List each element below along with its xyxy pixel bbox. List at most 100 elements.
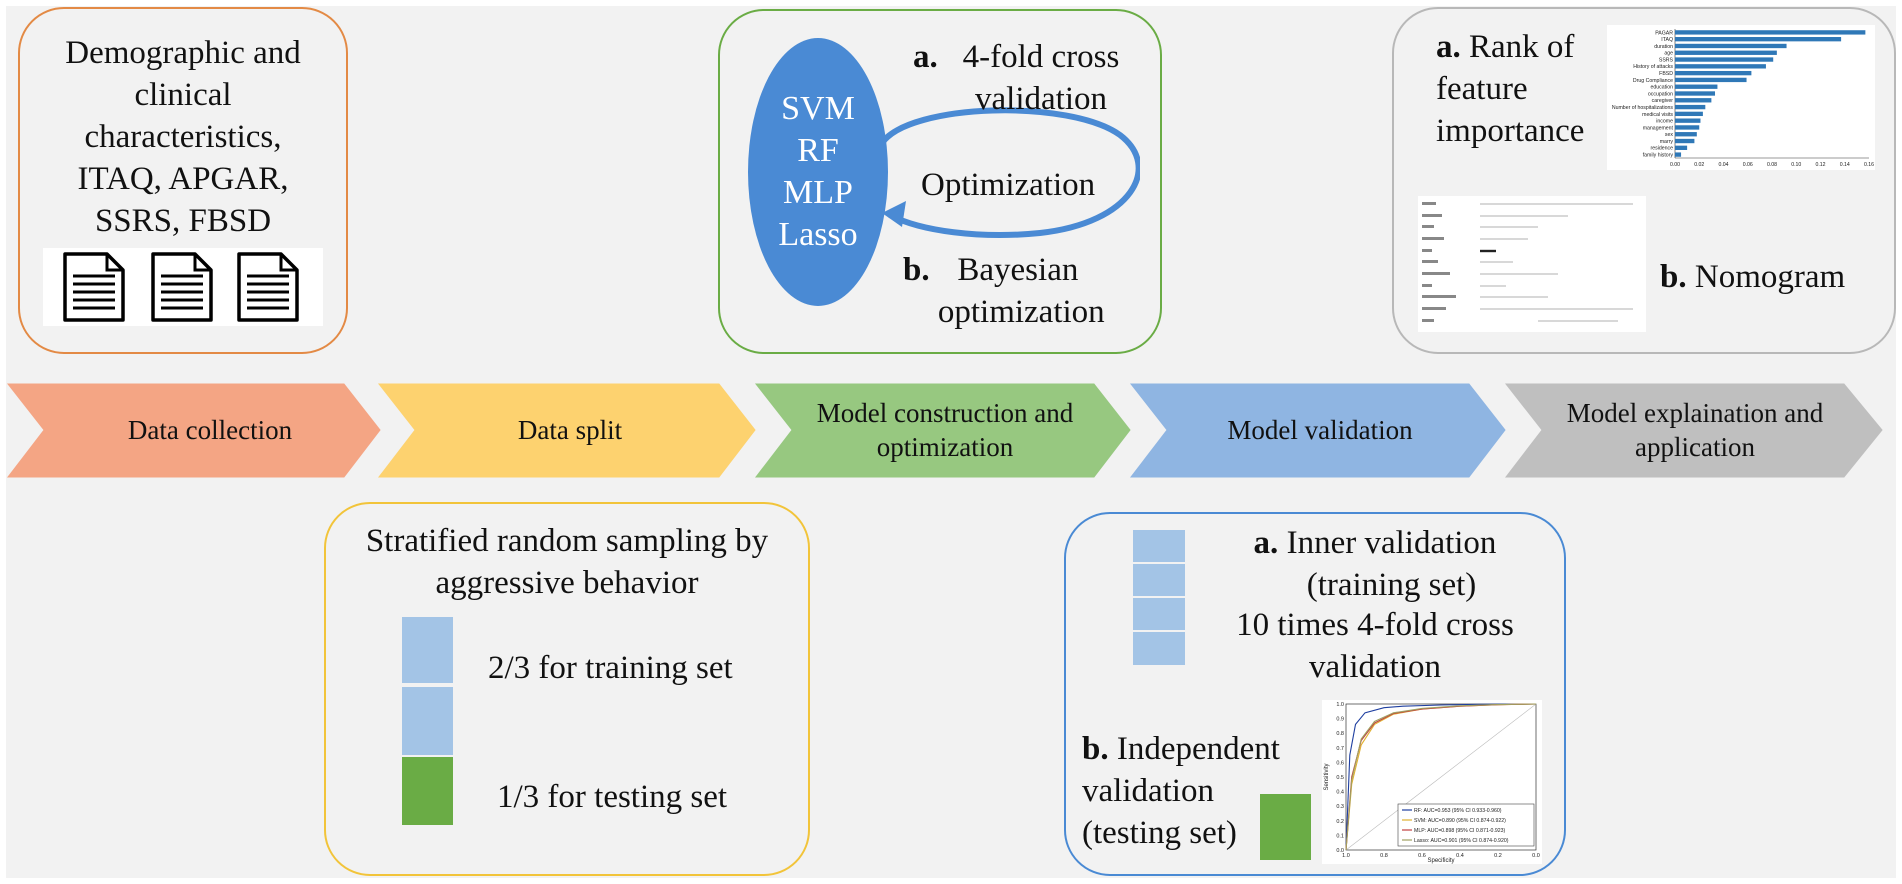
fi-category-label: PAGAR [1655, 30, 1673, 36]
roc-y-tick: 0.2 [1336, 819, 1344, 825]
stage-label-model-validation: Model validation [1227, 415, 1413, 445]
roc-legend-entry: RF: AUC=0.953 (95% CI 0.933-0.960) [1414, 808, 1502, 814]
optimization-loop [879, 107, 1140, 238]
fi-x-tick: 0.14 [1840, 162, 1850, 168]
fi-category-label: Number of hospitalizations [1612, 105, 1674, 111]
fi-bar [1675, 145, 1688, 150]
fi-bar [1675, 118, 1701, 123]
feature-importance-label: a. Rank of feature importance [1436, 26, 1606, 152]
optimization-label: Optimization [921, 167, 1096, 203]
fi-category-label: education [1651, 85, 1674, 91]
step-b-line: b. Bayesian optimization [903, 249, 1105, 333]
fi-x-tick: 0.04 [1718, 162, 1728, 168]
fi-bar [1675, 98, 1712, 103]
stage-arrow-model-explanation [1504, 383, 1883, 478]
valid-a-letter: a. [1253, 525, 1279, 561]
document-icon [151, 252, 213, 322]
model-lasso: Lasso [778, 216, 858, 253]
fi-category-label: occupation [1648, 91, 1673, 97]
roc-x-tick: 0.0 [1532, 853, 1540, 859]
roc-x-tick: 0.4 [1456, 853, 1464, 859]
train-label: 2/3 for training set [488, 650, 733, 686]
documents-group [63, 252, 299, 322]
fi-x-tick: 0.10 [1791, 162, 1801, 168]
fi-x-tick: 0.00 [1670, 162, 1680, 168]
test-segment [402, 757, 453, 825]
step-a-letter: a. [913, 39, 938, 75]
fi-bar [1675, 50, 1777, 55]
inner-validation-text: a. Inner validation (training set) 10 ti… [1210, 522, 1540, 688]
roc-x-tick: 1.0 [1342, 853, 1350, 859]
roc-y-tick: 0.0 [1336, 848, 1344, 854]
loop-arrowhead [882, 201, 906, 227]
roc-series-line [1345, 703, 1537, 851]
testing-set-segment [1260, 794, 1311, 860]
roc-y-tick: 0.1 [1336, 833, 1344, 839]
roc-legend [1397, 803, 1535, 847]
fi-bar [1675, 43, 1787, 49]
valid-a-text: Inner validation (training set) [1286, 525, 1497, 603]
document-icon [237, 252, 299, 322]
fold-segment-2 [1133, 564, 1185, 597]
valid-b-text: Independent validation (testing set) [1082, 731, 1280, 851]
step-b-text: Bayesian optimization [937, 252, 1105, 330]
roc-legend-entry: MLP: AUC=0.898 (95% CI 0.871-0.923) [1414, 828, 1506, 834]
nomogram-label: b. Nomogram [1660, 256, 1845, 298]
roc-diagonal [1345, 703, 1537, 851]
valid-a-detail: 10 times 4-fold cross validation [1236, 607, 1514, 685]
stage-arrow-data-split [377, 383, 756, 478]
fi-category-label: income [1656, 119, 1673, 125]
fi-category-label: duration [1654, 44, 1673, 50]
fold-segment-4 [1133, 632, 1185, 665]
roc-series-line [1345, 703, 1537, 851]
roc-y-tick: 0.6 [1336, 760, 1344, 766]
stage-arrow-model-validation [1129, 383, 1506, 478]
roc-y-tick: 0.7 [1336, 746, 1344, 752]
fi-bar [1675, 152, 1682, 157]
fi-category-label: marry [1660, 139, 1674, 145]
fold-segment-3 [1133, 598, 1185, 631]
fi-category-label: ITAQ [1661, 37, 1673, 43]
roc-x-tick: 0.2 [1494, 853, 1502, 859]
fi-category-label: age [1664, 51, 1673, 57]
fi-x-tick: 0.08 [1767, 162, 1777, 168]
fi-bar [1675, 30, 1866, 35]
test-label: 1/3 for testing set [497, 779, 728, 815]
split-title: Stratified random sampling by aggressive… [365, 523, 769, 601]
step-a-text: 4-fold cross validation [962, 39, 1120, 117]
roc-y-tick: 1.0 [1336, 702, 1344, 708]
roc-legend-entry: Lasso: AUC=0.901 (95% CI 0.874-0.920) [1414, 838, 1509, 844]
fi-bar [1675, 132, 1697, 137]
explain-a-text: Rank of feature importance [1436, 29, 1585, 149]
fi-x-tick: 0.12 [1815, 162, 1825, 168]
stage-arrow-model-construction [754, 383, 1131, 478]
fi-bar [1675, 138, 1695, 144]
roc-y-tick: 0.9 [1336, 717, 1344, 723]
stage-label-data-split: Data split [517, 415, 623, 445]
explain-b-letter: b. [1660, 259, 1687, 295]
roc-x-label: Specificity [1427, 858, 1454, 864]
roc-y-tick: 0.4 [1336, 790, 1344, 796]
stage-arrow-data-collection [6, 383, 381, 478]
nomogram-svg [1422, 202, 1633, 322]
stage-label-model-construction: Model construction and optimization [816, 398, 1074, 462]
fold-segment-1 [1133, 530, 1185, 563]
fi-category-label: History of attacks [1633, 64, 1673, 70]
nomogram-image [1418, 196, 1646, 332]
roc-x-tick: 0.8 [1380, 853, 1388, 859]
fi-category-label: sex [1665, 132, 1673, 138]
fi-category-label: medical visits [1642, 112, 1673, 118]
fi-category-label: caregiver [1652, 98, 1674, 104]
fi-bar [1675, 37, 1842, 42]
stage-label-model-explanation: Model explaination and application [1566, 398, 1824, 462]
valid-b-letter: b. [1082, 731, 1109, 767]
fi-category-label: residence [1651, 146, 1674, 152]
roc-y-tick: 0.8 [1336, 731, 1344, 737]
model-mlp: MLP [783, 174, 853, 211]
roc-y-tick: 0.5 [1336, 775, 1344, 781]
models-oval: SVM RF MLP Lasso [748, 38, 888, 306]
